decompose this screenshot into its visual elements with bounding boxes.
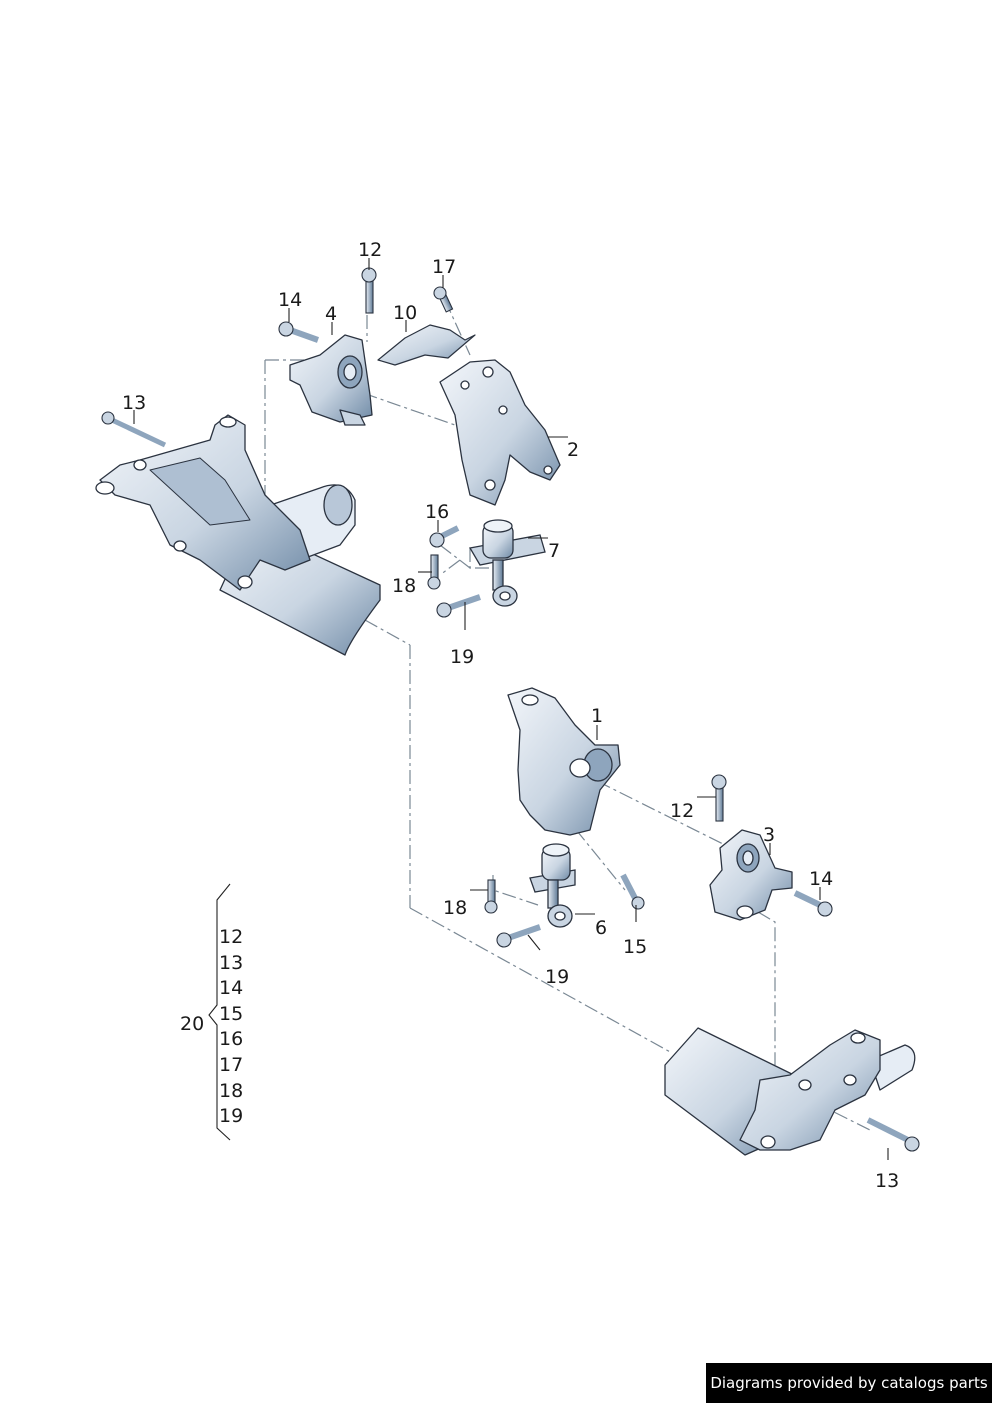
kit-item: 12 [219, 926, 244, 948]
subframe-bottom [664, 1027, 916, 1156]
bolts-top [101, 267, 481, 618]
torque-link-top [492, 559, 518, 607]
callout-2: 2 [567, 439, 580, 461]
kit-item: 13 [219, 952, 244, 974]
kit-item: 15 [219, 1003, 244, 1025]
bolts-bottom [484, 774, 920, 1152]
bracket-2 [439, 359, 561, 506]
engine-mount-4 [289, 334, 373, 426]
callout-12-bottom: 12 [670, 800, 695, 822]
torque-link-6 [529, 843, 576, 928]
callout-19-top: 19 [450, 646, 475, 668]
credit-banner: Diagrams provided by catalogs parts [706, 1363, 992, 1403]
mount-7 [468, 519, 546, 566]
kit-label: 20 [180, 1013, 205, 1035]
kit-item: 14 [219, 977, 244, 999]
heat-shield-10 [377, 324, 476, 366]
callout-15: 15 [623, 936, 648, 958]
kit-brace [208, 883, 231, 1141]
callout-13-top: 13 [122, 392, 147, 414]
callout-18-top: 18 [392, 575, 417, 597]
kit-item: 17 [219, 1054, 244, 1076]
callout-17: 17 [432, 256, 457, 278]
kit-item: 16 [219, 1028, 244, 1050]
callout-16: 16 [425, 501, 450, 523]
leader-lines [133, 258, 889, 1160]
callout-14-bottom: 14 [809, 868, 834, 890]
callout-3: 3 [763, 824, 776, 846]
callout-7: 7 [548, 540, 561, 562]
engine-mount-3 [709, 829, 793, 921]
callout-19-bottom: 19 [545, 966, 570, 988]
callout-14-top: 14 [278, 289, 303, 311]
callout-13-bottom: 13 [875, 1170, 900, 1192]
bracket-1 [507, 687, 621, 836]
kit-item: 18 [219, 1080, 244, 1102]
callout-6: 6 [595, 917, 608, 939]
kit-item: 19 [219, 1105, 244, 1127]
callout-1: 1 [591, 705, 604, 727]
callout-4: 4 [325, 303, 338, 325]
subframe-top [95, 414, 381, 656]
callout-18-bottom: 18 [443, 897, 468, 919]
callout-10: 10 [393, 302, 418, 324]
callout-12-top: 12 [358, 239, 383, 261]
